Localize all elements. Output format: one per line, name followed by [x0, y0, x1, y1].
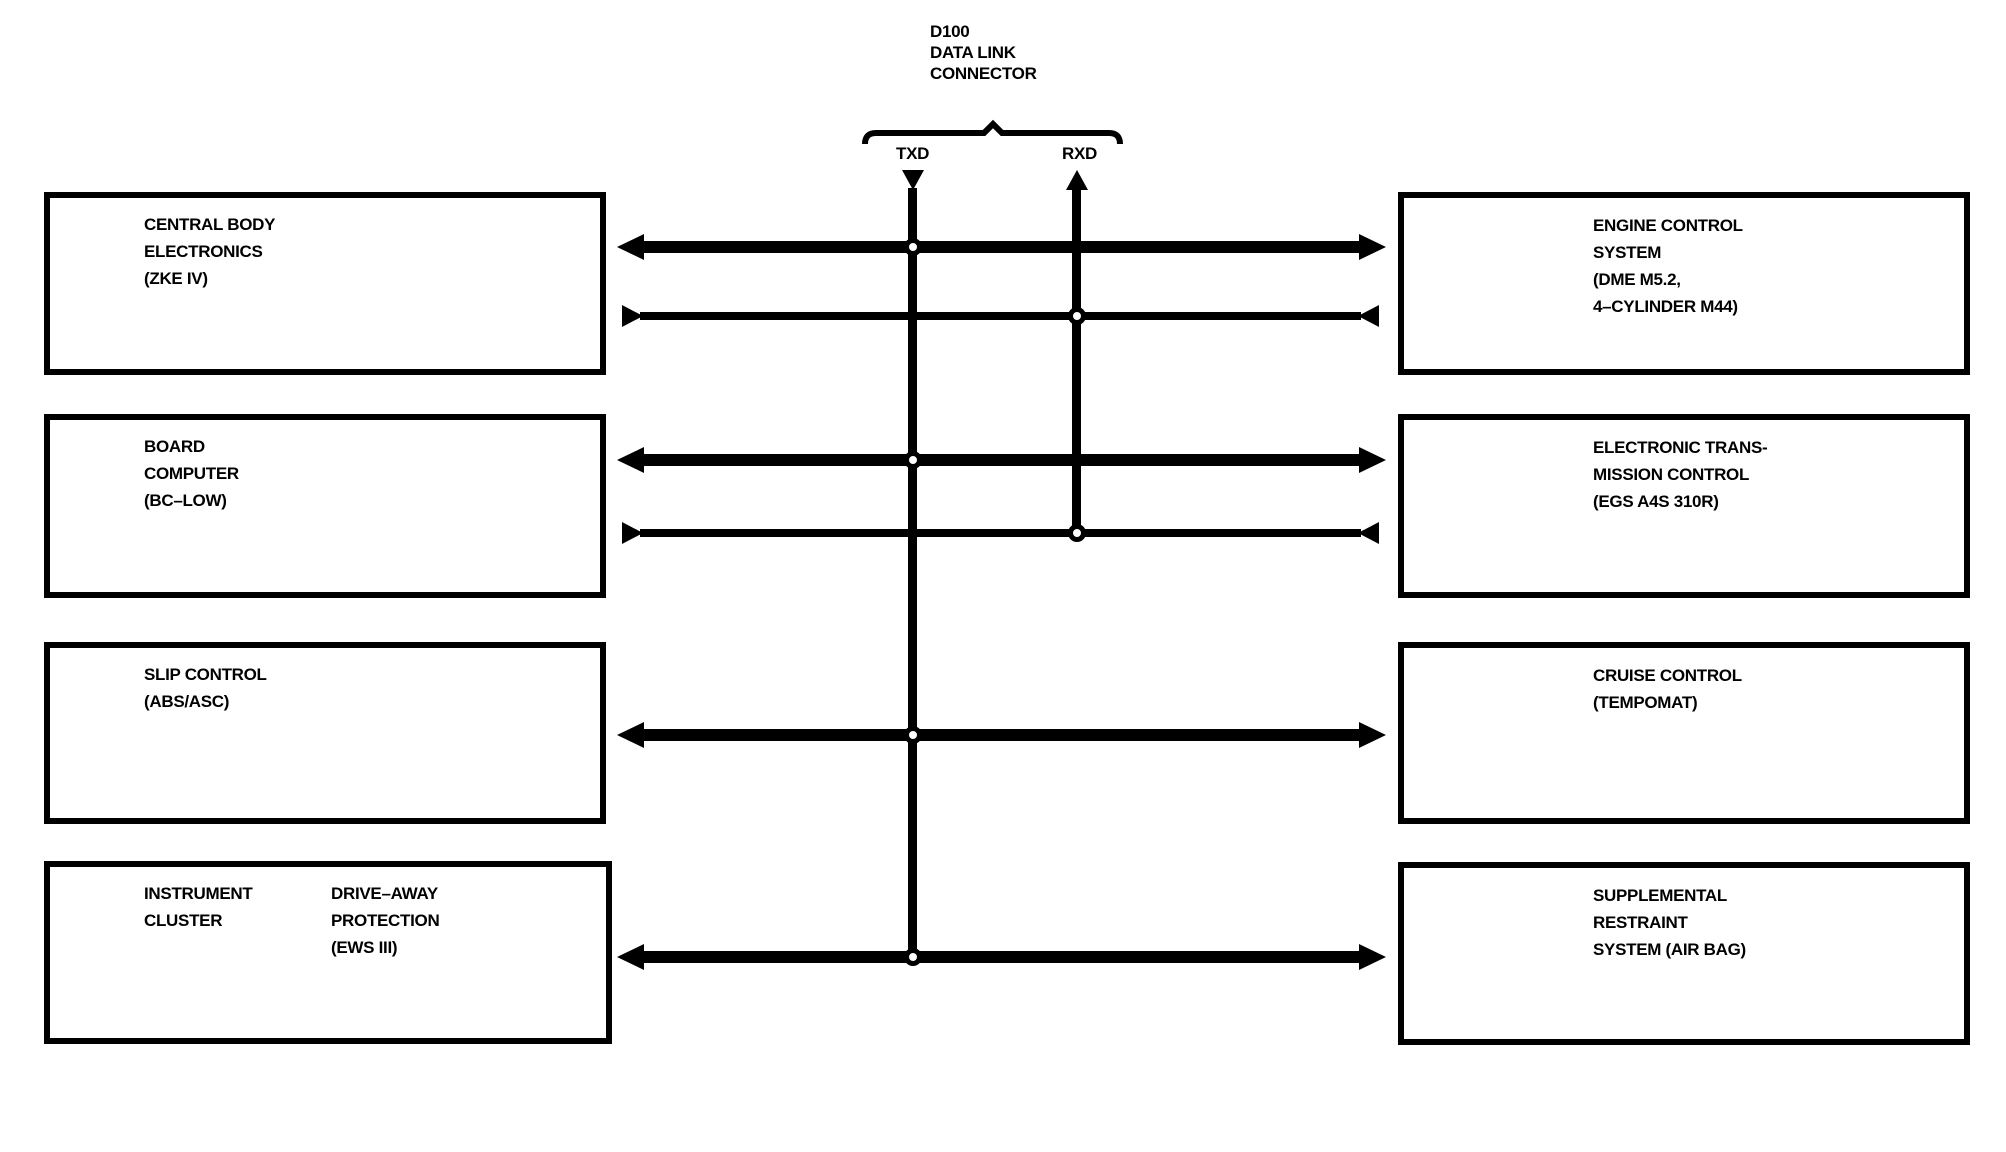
- arrowhead-right-icon: [1359, 722, 1386, 748]
- module-label-line: ENGINE CONTROL: [1593, 216, 1743, 235]
- connector-label: D100 DATA LINK CONNECTOR: [930, 21, 1037, 84]
- bus-shaft: [641, 241, 1362, 253]
- module-box-transmission-control: ELECTRONIC TRANS- MISSION CONTROL (EGS A…: [1398, 414, 1970, 598]
- rxd-line: [1072, 188, 1081, 538]
- txd-label: TXD: [896, 144, 930, 163]
- module-box-instrument-cluster: INSTRUMENT CLUSTER DRIVE–AWAY PROTECTION…: [44, 861, 612, 1044]
- module-label-line: BOARD: [144, 437, 205, 456]
- connector-label-line: D100: [930, 22, 970, 41]
- module-box-central-body-electronics: CENTRAL BODY ELECTRONICS (ZKE IV): [44, 192, 606, 375]
- junction-dot-txd-row6: [904, 948, 922, 966]
- bus-shaft: [641, 729, 1362, 741]
- module-label-line: DRIVE–AWAY: [331, 884, 438, 903]
- module-label-line: SLIP CONTROL: [144, 665, 267, 684]
- rxd-arrow-up-icon: [1066, 170, 1088, 190]
- junction-dot-rxd-row4: [1068, 524, 1086, 542]
- module-label-line: ELECTRONIC TRANS-: [1593, 438, 1768, 457]
- module-label-line: CLUSTER: [144, 911, 223, 930]
- module-label-line: (TEMPOMAT): [1593, 693, 1698, 712]
- arrowhead-inward-left-icon: [622, 522, 643, 544]
- bus-row-zke-dme-rxd: [622, 305, 1379, 327]
- bus-row-cluster-srs-txd: [617, 944, 1386, 970]
- module-box-board-computer: BOARD COMPUTER (BC–LOW): [44, 414, 606, 598]
- module-label-line: ELECTRONICS: [144, 242, 263, 261]
- arrowhead-right-icon: [1359, 234, 1386, 260]
- txd-arrow-down-icon: [902, 170, 924, 190]
- arrowhead-left-icon: [617, 447, 644, 473]
- module-label-line: (DME M5.2,: [1593, 270, 1681, 289]
- bus-row-bc-egs-txd: [617, 447, 1386, 473]
- bus-shaft: [641, 454, 1362, 466]
- module-label-line: SYSTEM: [1593, 243, 1662, 262]
- module-box-engine-control: ENGINE CONTROL SYSTEM (DME M5.2, 4–CYLIN…: [1398, 192, 1970, 375]
- module-label-line: MISSION CONTROL: [1593, 465, 1750, 484]
- connector-label-line: CONNECTOR: [930, 64, 1037, 83]
- junction-dot-txd-row1: [904, 238, 922, 256]
- bus-shaft: [640, 529, 1361, 537]
- arrowhead-left-icon: [617, 722, 644, 748]
- module-label-line: PROTECTION: [331, 911, 440, 930]
- bus-shaft: [640, 312, 1361, 320]
- module-label-line: COMPUTER: [144, 464, 239, 483]
- module-label-line: (EWS III): [331, 938, 398, 957]
- module-label-line: SYSTEM (AIR BAG): [1593, 940, 1746, 959]
- bus-row-abs-cc-txd: [617, 722, 1386, 748]
- bus-row-bc-egs-rxd: [622, 522, 1379, 544]
- module-label-line: CRUISE CONTROL: [1593, 666, 1742, 685]
- txd-line: [908, 188, 917, 961]
- module-label-line: (BC–LOW): [144, 491, 227, 510]
- junction-dot-rxd-row2: [1068, 307, 1086, 325]
- arrowhead-inward-right-icon: [1358, 305, 1379, 327]
- bus-shaft: [641, 951, 1362, 963]
- module-box-srs-airbag: SUPPLEMENTAL RESTRAINT SYSTEM (AIR BAG): [1398, 862, 1970, 1045]
- rxd-label: RXD: [1062, 144, 1097, 163]
- arrowhead-right-icon: [1359, 447, 1386, 473]
- arrowhead-right-icon: [1359, 944, 1386, 970]
- connector-label-line: DATA LINK: [930, 43, 1016, 62]
- module-label-line: SUPPLEMENTAL: [1593, 886, 1727, 905]
- module-label-line: 4–CYLINDER M44): [1593, 297, 1738, 316]
- module-label-line: (EGS A4S 310R): [1593, 492, 1719, 511]
- bus-row-zke-dme-txd: [617, 234, 1386, 260]
- junction-dot-txd-row5: [904, 726, 922, 744]
- junction-dot-txd-row3: [904, 451, 922, 469]
- module-label-line: (ABS/ASC): [144, 692, 230, 711]
- module-label-line: RESTRAINT: [1593, 913, 1688, 932]
- module-box-cruise-control: CRUISE CONTROL (TEMPOMAT): [1398, 642, 1970, 824]
- arrowhead-inward-right-icon: [1358, 522, 1379, 544]
- module-label-line: CENTRAL BODY: [144, 215, 276, 234]
- connector-brace: [862, 119, 1123, 145]
- arrowhead-left-icon: [617, 234, 644, 260]
- module-label-line: (ZKE IV): [144, 269, 208, 288]
- module-label-line: INSTRUMENT: [144, 884, 253, 903]
- module-box-slip-control: SLIP CONTROL (ABS/ASC): [44, 642, 606, 824]
- arrowhead-inward-left-icon: [622, 305, 643, 327]
- arrowhead-left-icon: [617, 944, 644, 970]
